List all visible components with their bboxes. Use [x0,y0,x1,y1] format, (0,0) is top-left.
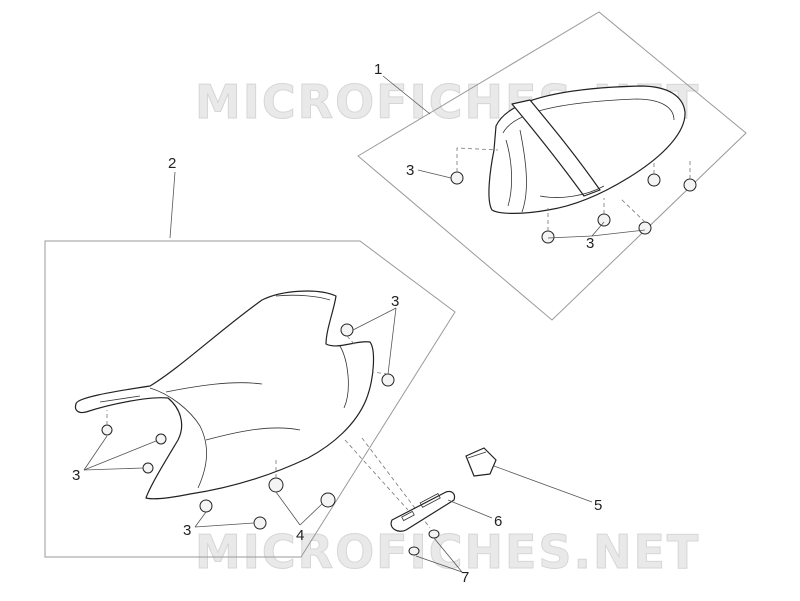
part-6-bracket [390,490,456,532]
rear-seat-panel [357,11,747,321]
callout-part-3-front-left: 3 [72,467,80,484]
part-5-clip [465,447,497,477]
callout-part-3-rear-left: 3 [406,162,414,179]
callout-part-2: 2 [168,155,176,172]
rear-seat-part [488,85,686,214]
callout-part-5: 5 [594,497,602,514]
front-grommets [101,323,395,530]
front-seat-panel [44,240,456,558]
callout-part-3-rear-bottom: 3 [586,235,594,252]
watermark-bottom: MICROFICHES.NET [195,525,700,579]
callout-part-7: 7 [461,569,469,586]
callout-part-1: 1 [374,61,382,78]
callout-part-3-front-right: 3 [391,293,399,310]
callout-part-4: 4 [296,527,304,544]
leader-lines [83,75,646,573]
rear-dashed-connectors [456,147,691,231]
callout-part-3-front-bottom: 3 [183,522,191,539]
front-seat-part [74,290,375,500]
callout-part-6: 6 [494,513,502,530]
part-7-screws [408,529,440,556]
